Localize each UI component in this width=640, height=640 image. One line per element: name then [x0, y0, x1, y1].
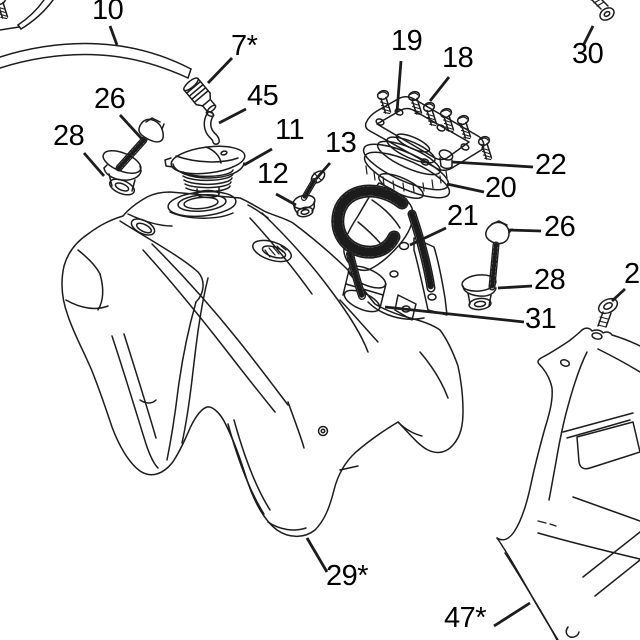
- callout-11: 11: [275, 114, 305, 146]
- spacer-28-right: [461, 274, 497, 311]
- vent-fitting-7: [183, 77, 217, 114]
- callout-21: 21: [447, 200, 479, 232]
- callout-28-left: 28: [53, 120, 85, 152]
- callout-28-right: 28: [534, 264, 566, 296]
- callout-2: 2: [624, 258, 640, 290]
- corner-hose-fragment-icon: [0, 0, 54, 31]
- callout-13: 13: [325, 127, 357, 159]
- callout-10: 10: [92, 0, 124, 26]
- callout-47: 47*: [444, 602, 487, 634]
- screw-30: [590, 0, 615, 21]
- leader-lines: [82, 25, 626, 628]
- screw-2: [597, 297, 619, 328]
- callout-7: 7*: [231, 30, 258, 62]
- callout-45: 45: [247, 80, 279, 112]
- callout-22: 22: [535, 149, 567, 181]
- plate-screws-18: [0, 0, 493, 161]
- callout-12: 12: [257, 158, 289, 190]
- callout-29: 29*: [326, 560, 369, 592]
- callout-30: 30: [572, 38, 604, 70]
- vent-hose-10: [0, 42, 192, 79]
- grommet-12: [292, 194, 316, 218]
- screw-13: [301, 170, 326, 201]
- callout-31: 31: [525, 303, 557, 335]
- spacer-28-left: [102, 150, 142, 196]
- fuel-cap-11: [164, 145, 246, 199]
- callout-20: 20: [485, 172, 517, 204]
- fuel-tank-29: [61, 191, 464, 538]
- breather-tube-45: [203, 110, 220, 145]
- callout-19: 19: [391, 25, 423, 57]
- callout-18: 18: [442, 42, 474, 74]
- side-panel-47: [496, 327, 640, 640]
- fuel-pump-21: [331, 173, 448, 321]
- flange-bolt-26-left: [115, 117, 165, 172]
- callout-26-right: 26: [544, 211, 576, 243]
- mounting-plate-19: [364, 96, 485, 171]
- callout-26-left: 26: [94, 83, 126, 115]
